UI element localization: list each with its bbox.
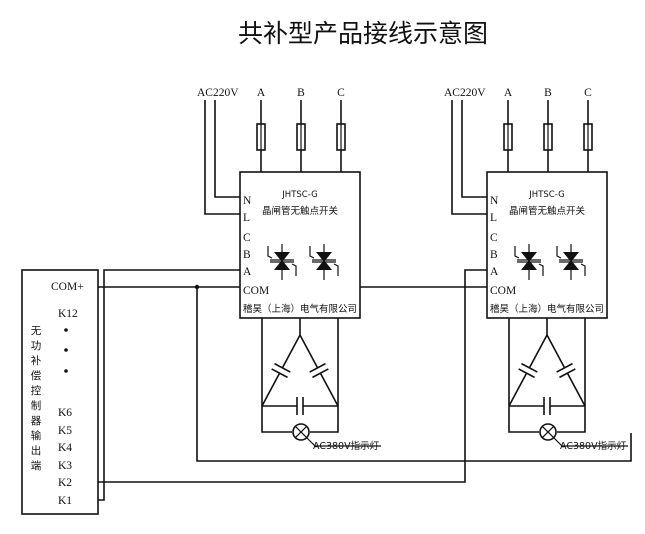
phase-label-b: B xyxy=(297,87,305,99)
controller-label-char: 补 xyxy=(31,354,42,367)
switch-terminal-com: COM xyxy=(243,285,269,297)
capacitor-plate xyxy=(312,368,329,379)
capacitor-plate xyxy=(271,368,288,379)
terminal-k4: K4 xyxy=(58,442,72,454)
thyristor-icon xyxy=(556,244,586,280)
thyristor-icon xyxy=(267,244,297,280)
terminal-k6: K6 xyxy=(58,407,72,419)
switch-terminal-l: L xyxy=(243,212,250,224)
controller-wires xyxy=(98,269,632,501)
thyristor-icon xyxy=(309,244,339,280)
switch-terminal-b: B xyxy=(243,249,251,261)
phase-label-b: B xyxy=(544,87,552,99)
thyristor-icon xyxy=(514,244,544,280)
controller-label-char: 偿 xyxy=(31,369,42,382)
phase-label-a: A xyxy=(257,87,266,99)
switch-terminal-l: L xyxy=(490,212,497,224)
terminal-k12: K12 xyxy=(58,308,78,320)
phase-label-a: A xyxy=(504,87,513,99)
switch-terminal-n: N xyxy=(490,195,499,207)
terminal-k1: K1 xyxy=(58,495,72,507)
terminal-k2: K2 xyxy=(58,477,72,489)
indicator-lamp-icon xyxy=(539,423,557,441)
switch-terminal-com: COM xyxy=(490,285,516,297)
terminal-k5: K5 xyxy=(58,425,72,437)
diagram-title: 共补型产品接线示意图 xyxy=(238,19,488,48)
switch-terminal-n: N xyxy=(243,195,252,207)
controller-label-char: 控 xyxy=(31,384,42,397)
switch-terminal-b: B xyxy=(490,249,498,261)
controller-label-char: 出 xyxy=(31,444,42,457)
terminal-k3: K3 xyxy=(58,460,72,472)
capacitor-plate xyxy=(556,362,573,373)
capacitor-plate xyxy=(559,368,576,379)
switch-terminal-a: A xyxy=(490,266,499,278)
controller-label-char: 功 xyxy=(31,340,42,352)
phase-label-c: C xyxy=(337,87,345,99)
indicator-label: AC380V指示灯 xyxy=(313,440,380,452)
capacitor-plate xyxy=(274,362,291,373)
switch-terminal-a: A xyxy=(243,266,252,278)
capacitor-plate xyxy=(521,362,538,373)
indicator-label: AC380V指示灯 xyxy=(560,440,627,452)
switch-company: 稽昊（上海）电气有限公司 xyxy=(490,303,604,315)
switch-box xyxy=(486,171,608,319)
indicator-lamp-icon xyxy=(292,423,310,441)
switch-box xyxy=(239,171,361,319)
controller-label-char: 端 xyxy=(31,459,42,472)
controller-label-char: 制 xyxy=(31,399,42,412)
terminal-com-plus: COM+ xyxy=(51,281,84,293)
capacitor-plate xyxy=(309,362,326,373)
switch-name: 晶闸管无触点开关 xyxy=(262,205,339,217)
controller-label-char: 输 xyxy=(31,429,42,442)
switch-terminal-c: C xyxy=(490,232,498,244)
phase-label-c: C xyxy=(584,87,592,99)
switch-company: 稽昊（上海）电气有限公司 xyxy=(243,303,357,315)
supply-label: AC220V xyxy=(197,87,239,99)
switch-model: JHTSC-G xyxy=(281,190,317,200)
capacitor-plate xyxy=(518,368,535,379)
controller-label-char: 器 xyxy=(31,415,42,427)
switch-model: JHTSC-G xyxy=(528,190,564,200)
controller-label-char: 无 xyxy=(31,325,42,337)
switch-name: 晶闸管无触点开关 xyxy=(509,205,586,217)
supply-label: AC220V xyxy=(444,87,486,99)
switch-terminal-c: C xyxy=(243,232,251,244)
